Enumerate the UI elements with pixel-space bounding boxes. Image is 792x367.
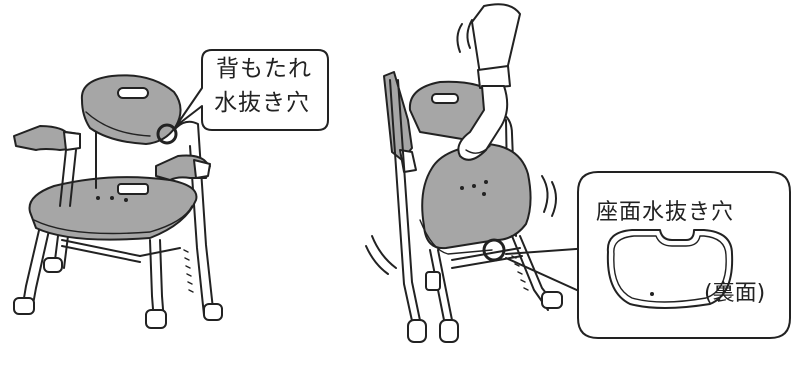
backrest-drain-label-line2: 水抜き穴	[214, 90, 310, 116]
seat-drain-label: 座面水抜き穴	[596, 200, 735, 225]
seat-drain-hole-dot	[650, 292, 654, 296]
chair-left	[13, 74, 223, 329]
motion-line	[456, 23, 463, 53]
seat-underside-diagram	[606, 229, 734, 309]
hand	[457, 85, 509, 161]
seat-callout-bubble	[577, 171, 791, 339]
chair-right-seat	[421, 143, 532, 250]
chair-left-seat	[28, 176, 198, 241]
seat-drain-hole-marker	[482, 238, 506, 262]
chair-right	[365, 3, 591, 343]
chair-left-back-frame-right	[175, 120, 215, 319]
backrest-drain-hole-marker	[156, 123, 178, 145]
backrest-callout-bubble	[175, 49, 329, 131]
arm-sleeve	[471, 3, 521, 75]
backrest-drain-label-line1: 背もたれ	[216, 56, 312, 82]
seat-reverse-side-label: (裏面)	[704, 281, 766, 306]
